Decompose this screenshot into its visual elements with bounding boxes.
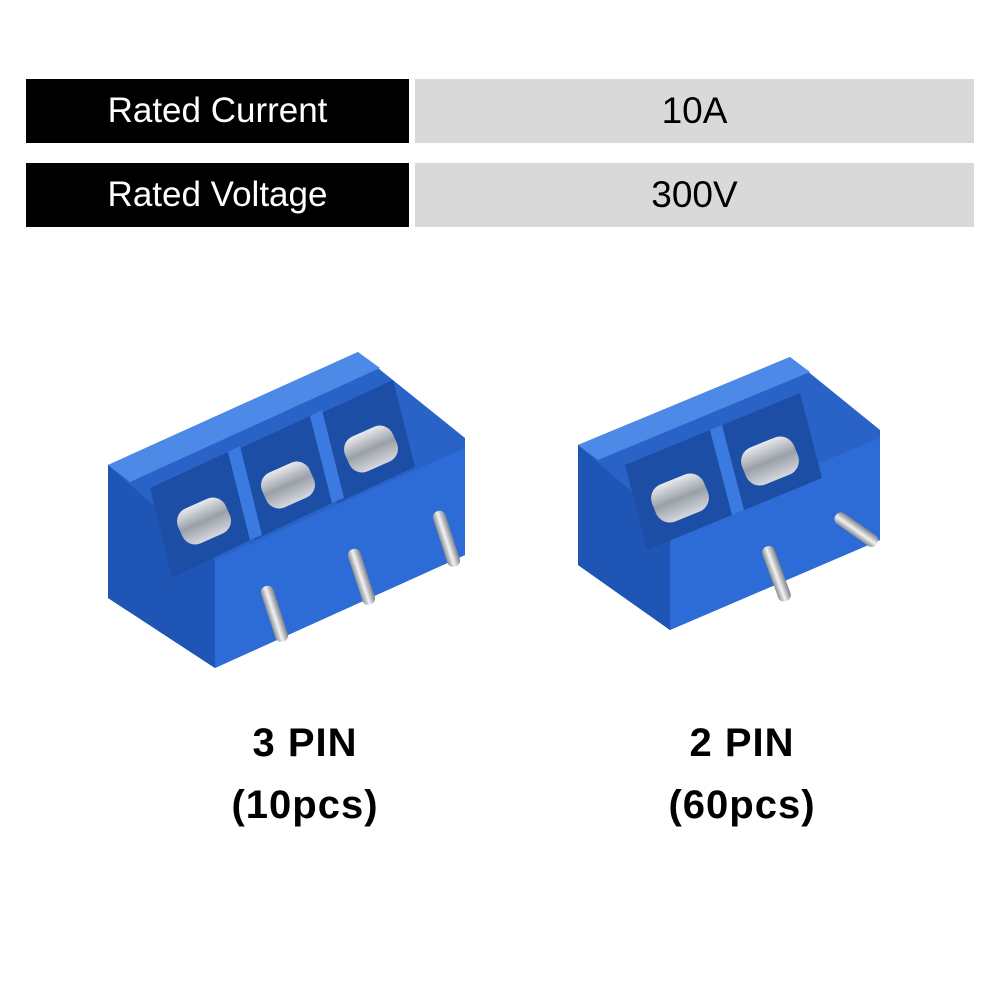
product-title: 3 PIN (252, 721, 358, 765)
product-title: 2 PIN (689, 721, 795, 765)
spec-row-rated-voltage: Rated Voltage 300V (26, 163, 974, 227)
product-quantity: (10pcs) (231, 783, 379, 827)
terminal-block-2pin-image (578, 357, 880, 630)
spec-label: Rated Current (26, 79, 409, 143)
caption-3pin: 3 PIN (10pcs) (145, 712, 465, 836)
spec-value: 10A (415, 79, 974, 143)
product-quantity: (60pcs) (668, 783, 816, 827)
terminal-block-3pin-image (108, 352, 465, 668)
spec-value: 300V (415, 163, 974, 227)
spec-label: Rated Voltage (26, 163, 409, 227)
spec-row-rated-current: Rated Current 10A (26, 79, 974, 143)
caption-2pin: 2 PIN (60pcs) (582, 712, 902, 836)
